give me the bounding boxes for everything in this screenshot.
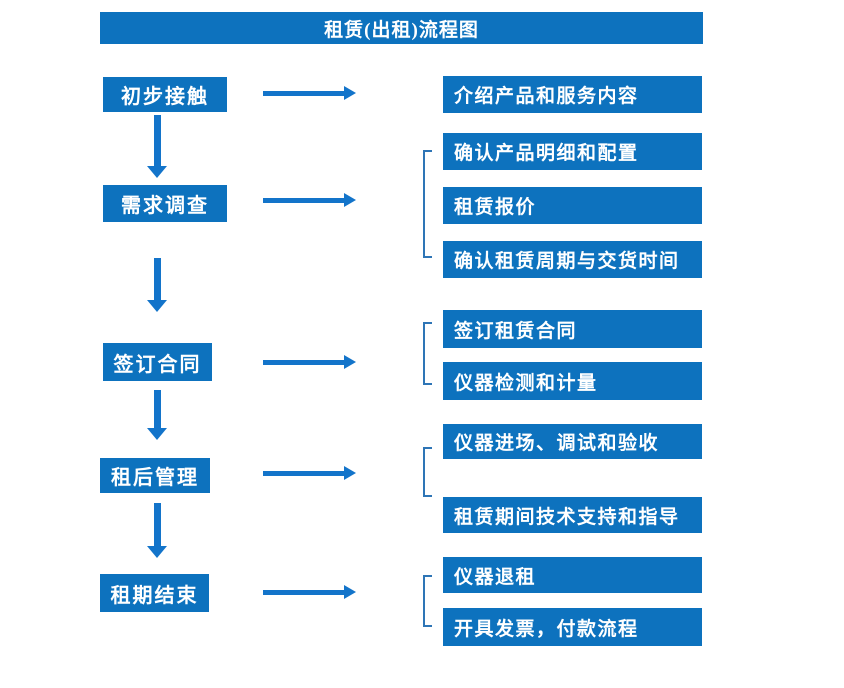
step-initial-contact: 初步接触: [103, 77, 227, 112]
down-arrow-icon: [147, 258, 167, 312]
step-demand-survey: 需求调查: [103, 185, 227, 222]
detail-instrument-return: 仪器退租: [443, 557, 702, 593]
step-post-rental-management: 租后管理: [100, 458, 210, 493]
detail-introduce-product-services: 介绍产品和服务内容: [443, 76, 702, 113]
detail-instrument-setup-acceptance: 仪器进场、调试和验收: [443, 424, 702, 459]
group-bracket: [423, 322, 432, 385]
right-arrow-icon: [263, 86, 356, 100]
right-arrow-icon: [263, 355, 356, 369]
detail-instrument-inspection: 仪器检测和计量: [443, 362, 702, 400]
detail-confirm-period-delivery: 确认租赁周期与交货时间: [443, 241, 702, 278]
group-bracket: [423, 575, 432, 627]
detail-invoice-payment: 开具发票，付款流程: [443, 608, 702, 646]
detail-technical-support: 租赁期间技术支持和指导: [443, 497, 702, 533]
detail-confirm-product-config: 确认产品明细和配置: [443, 133, 702, 170]
step-rental-period-end: 租期结束: [100, 574, 209, 612]
step-contract-signing: 签订合同: [103, 343, 212, 381]
down-arrow-icon: [147, 115, 167, 178]
group-bracket: [423, 447, 432, 497]
right-arrow-icon: [263, 466, 356, 480]
flowchart-title: 租赁(出租)流程图: [100, 12, 703, 44]
right-arrow-icon: [263, 193, 356, 207]
down-arrow-icon: [147, 390, 167, 440]
group-bracket: [423, 150, 432, 258]
down-arrow-icon: [147, 503, 167, 558]
right-arrow-icon: [263, 585, 356, 599]
detail-rental-quote: 租赁报价: [443, 187, 702, 224]
detail-sign-rental-contract: 签订租赁合同: [443, 310, 702, 348]
